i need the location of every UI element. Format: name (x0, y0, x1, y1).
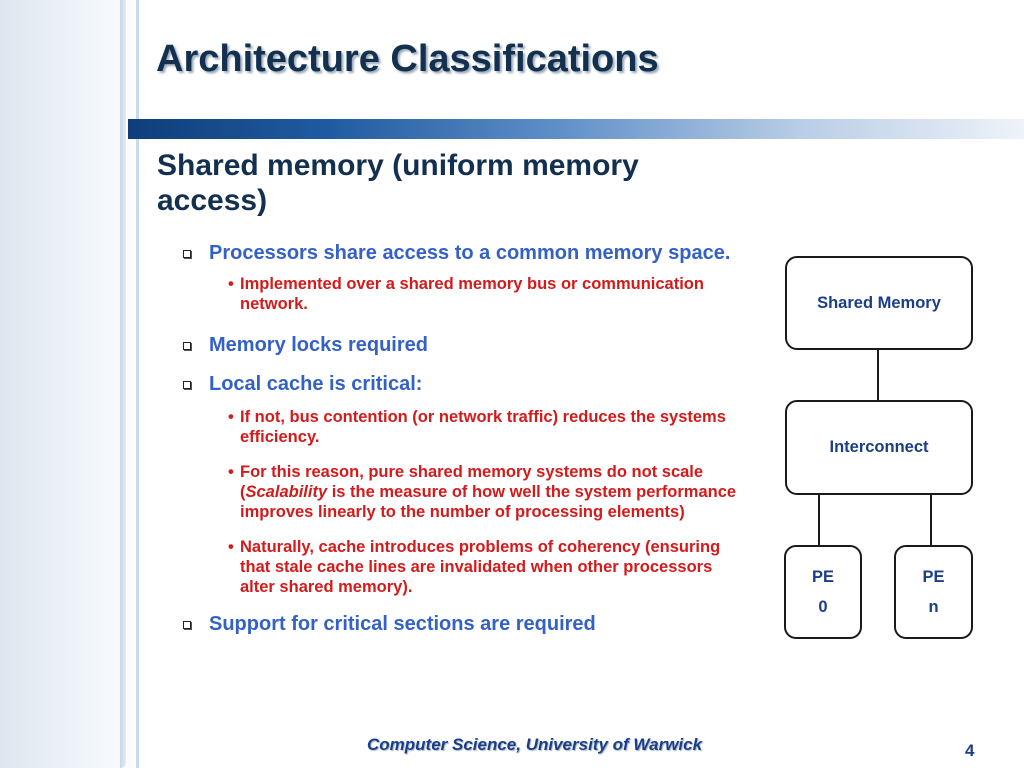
dot-bullet-icon: • (228, 408, 234, 426)
bullet-list: Processors share access to a common memo… (183, 241, 751, 636)
sub-bullet-text: Implemented over a shared memory bus or … (240, 275, 704, 313)
title-underline-bar (128, 119, 1024, 139)
memory-interconnect-link (877, 350, 879, 400)
bullet-text: Support for critical sections are requir… (209, 613, 596, 635)
square-bullet-icon (183, 250, 191, 258)
square-bullet-icon (183, 342, 191, 350)
footer-text: Computer Science, University of Warwick (367, 735, 703, 754)
sub-bullet-text-part: For this reason, pure shared memory syst… (240, 463, 704, 501)
shared-memory-label: Shared Memory (817, 293, 941, 312)
dot-bullet-icon: • (228, 538, 234, 556)
bullet-text: Memory locks required (209, 334, 428, 356)
interconnect-pe0-link (818, 495, 820, 546)
dot-bullet-icon: • (228, 275, 234, 293)
sub-bullet-item: • Implemented over a shared memory bus o… (183, 274, 751, 314)
page-number: 4 (965, 741, 975, 760)
bullet-item: Processors share access to a common memo… (183, 241, 751, 265)
pe-n-index: n (928, 598, 939, 616)
dot-bullet-icon: • (228, 463, 234, 481)
pe-0-label: PE (811, 568, 834, 586)
bullet-text: Processors share access to a common memo… (209, 242, 731, 264)
pe-n-text: PE n (922, 562, 944, 622)
sub-bullet-item: • For this reason, pure shared memory sy… (183, 462, 751, 522)
pe-0-box: PE 0 (784, 545, 862, 639)
pe-n-box: PE n (894, 545, 973, 639)
interconnect-label: Interconnect (829, 438, 929, 456)
sub-bullet-text: Naturally, cache introduces problems of … (240, 538, 721, 596)
sub-bullet-item: • If not, bus contention (or network tra… (183, 407, 751, 447)
bullet-item: Memory locks required (183, 333, 751, 357)
slide-subtitle: Shared memory (uniform memory access) (157, 149, 639, 217)
shared-memory-diagram: Shared Memory Interconnect PE 0 PE n (760, 250, 990, 650)
square-bullet-icon (183, 621, 191, 629)
pe-0-index: 0 (818, 598, 828, 616)
slide-title: Architecture Classifications (156, 38, 659, 80)
scalability-term: Scalability (245, 483, 328, 501)
interconnect-pen-link (930, 495, 932, 546)
sub-bullet-item: • Naturally, cache introduces problems o… (183, 537, 751, 597)
bullet-text: Local cache is critical: (209, 373, 423, 395)
shared-memory-box: Shared Memory (785, 256, 973, 350)
left-decorative-curve (120, 0, 126, 768)
sub-bullet-text: If not, bus contention (or network traff… (240, 408, 726, 446)
pe-0-text: PE 0 (812, 562, 834, 622)
square-bullet-icon (183, 381, 191, 389)
interconnect-box: Interconnect (785, 400, 973, 495)
pe-n-label: PE (922, 568, 945, 586)
bullet-item: Support for critical sections are requir… (183, 612, 751, 636)
sub-bullet-text-part: is the measure of how well the system pe… (240, 483, 737, 521)
bullet-item: Local cache is critical: (183, 372, 751, 396)
left-decorative-line (136, 0, 139, 768)
